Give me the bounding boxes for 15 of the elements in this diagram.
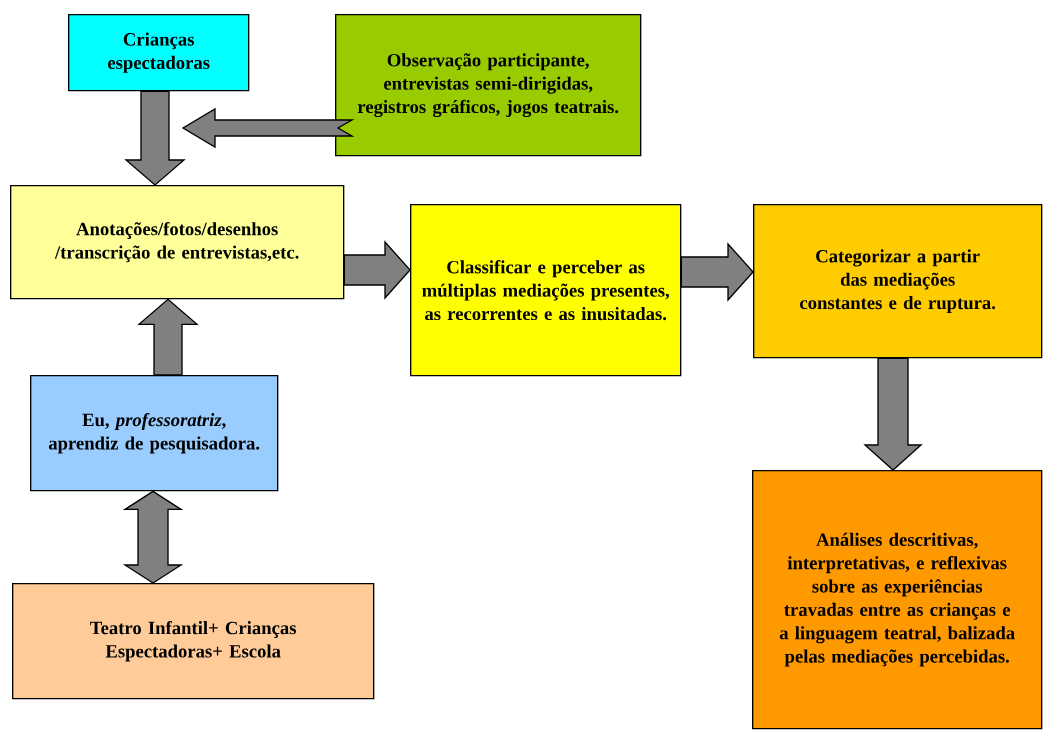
block-arrow [181, 107, 355, 149]
process-box: Classificar e perceber as múltiplas mediações presentes, as recorrentes e as inusitadas. [410, 204, 682, 377]
block-arrow [680, 242, 754, 302]
block-arrow [343, 240, 411, 300]
block-arrow [137, 298, 199, 376]
process-box: Categorizar a partir das mediações constantes e de ruptura. [753, 204, 1043, 359]
process-box: Anotações/fotos/desenhos /transcrição de entrevistas,etc. [10, 185, 345, 300]
process-box: Eu, professoratriz, aprendiz de pesquisadora. [30, 375, 279, 492]
process-box: Análises descritivas, interpretativas, e reflexivas sobre as experiências travadas entre as crianças e a linguagem teatral, balizada pelas mediações percebidas. [752, 470, 1043, 730]
process-box: Observação participante, entrevistas semi-dirigidas, registros gráficos, jogos teatrais. [335, 14, 642, 157]
process-box: Teatro Infantil+ Crianças Espectadoras+ Escola [12, 583, 375, 700]
block-arrow [122, 490, 184, 584]
block-arrow [124, 90, 186, 186]
process-box: Crianças espectadoras [68, 14, 250, 92]
block-arrow [863, 357, 923, 471]
